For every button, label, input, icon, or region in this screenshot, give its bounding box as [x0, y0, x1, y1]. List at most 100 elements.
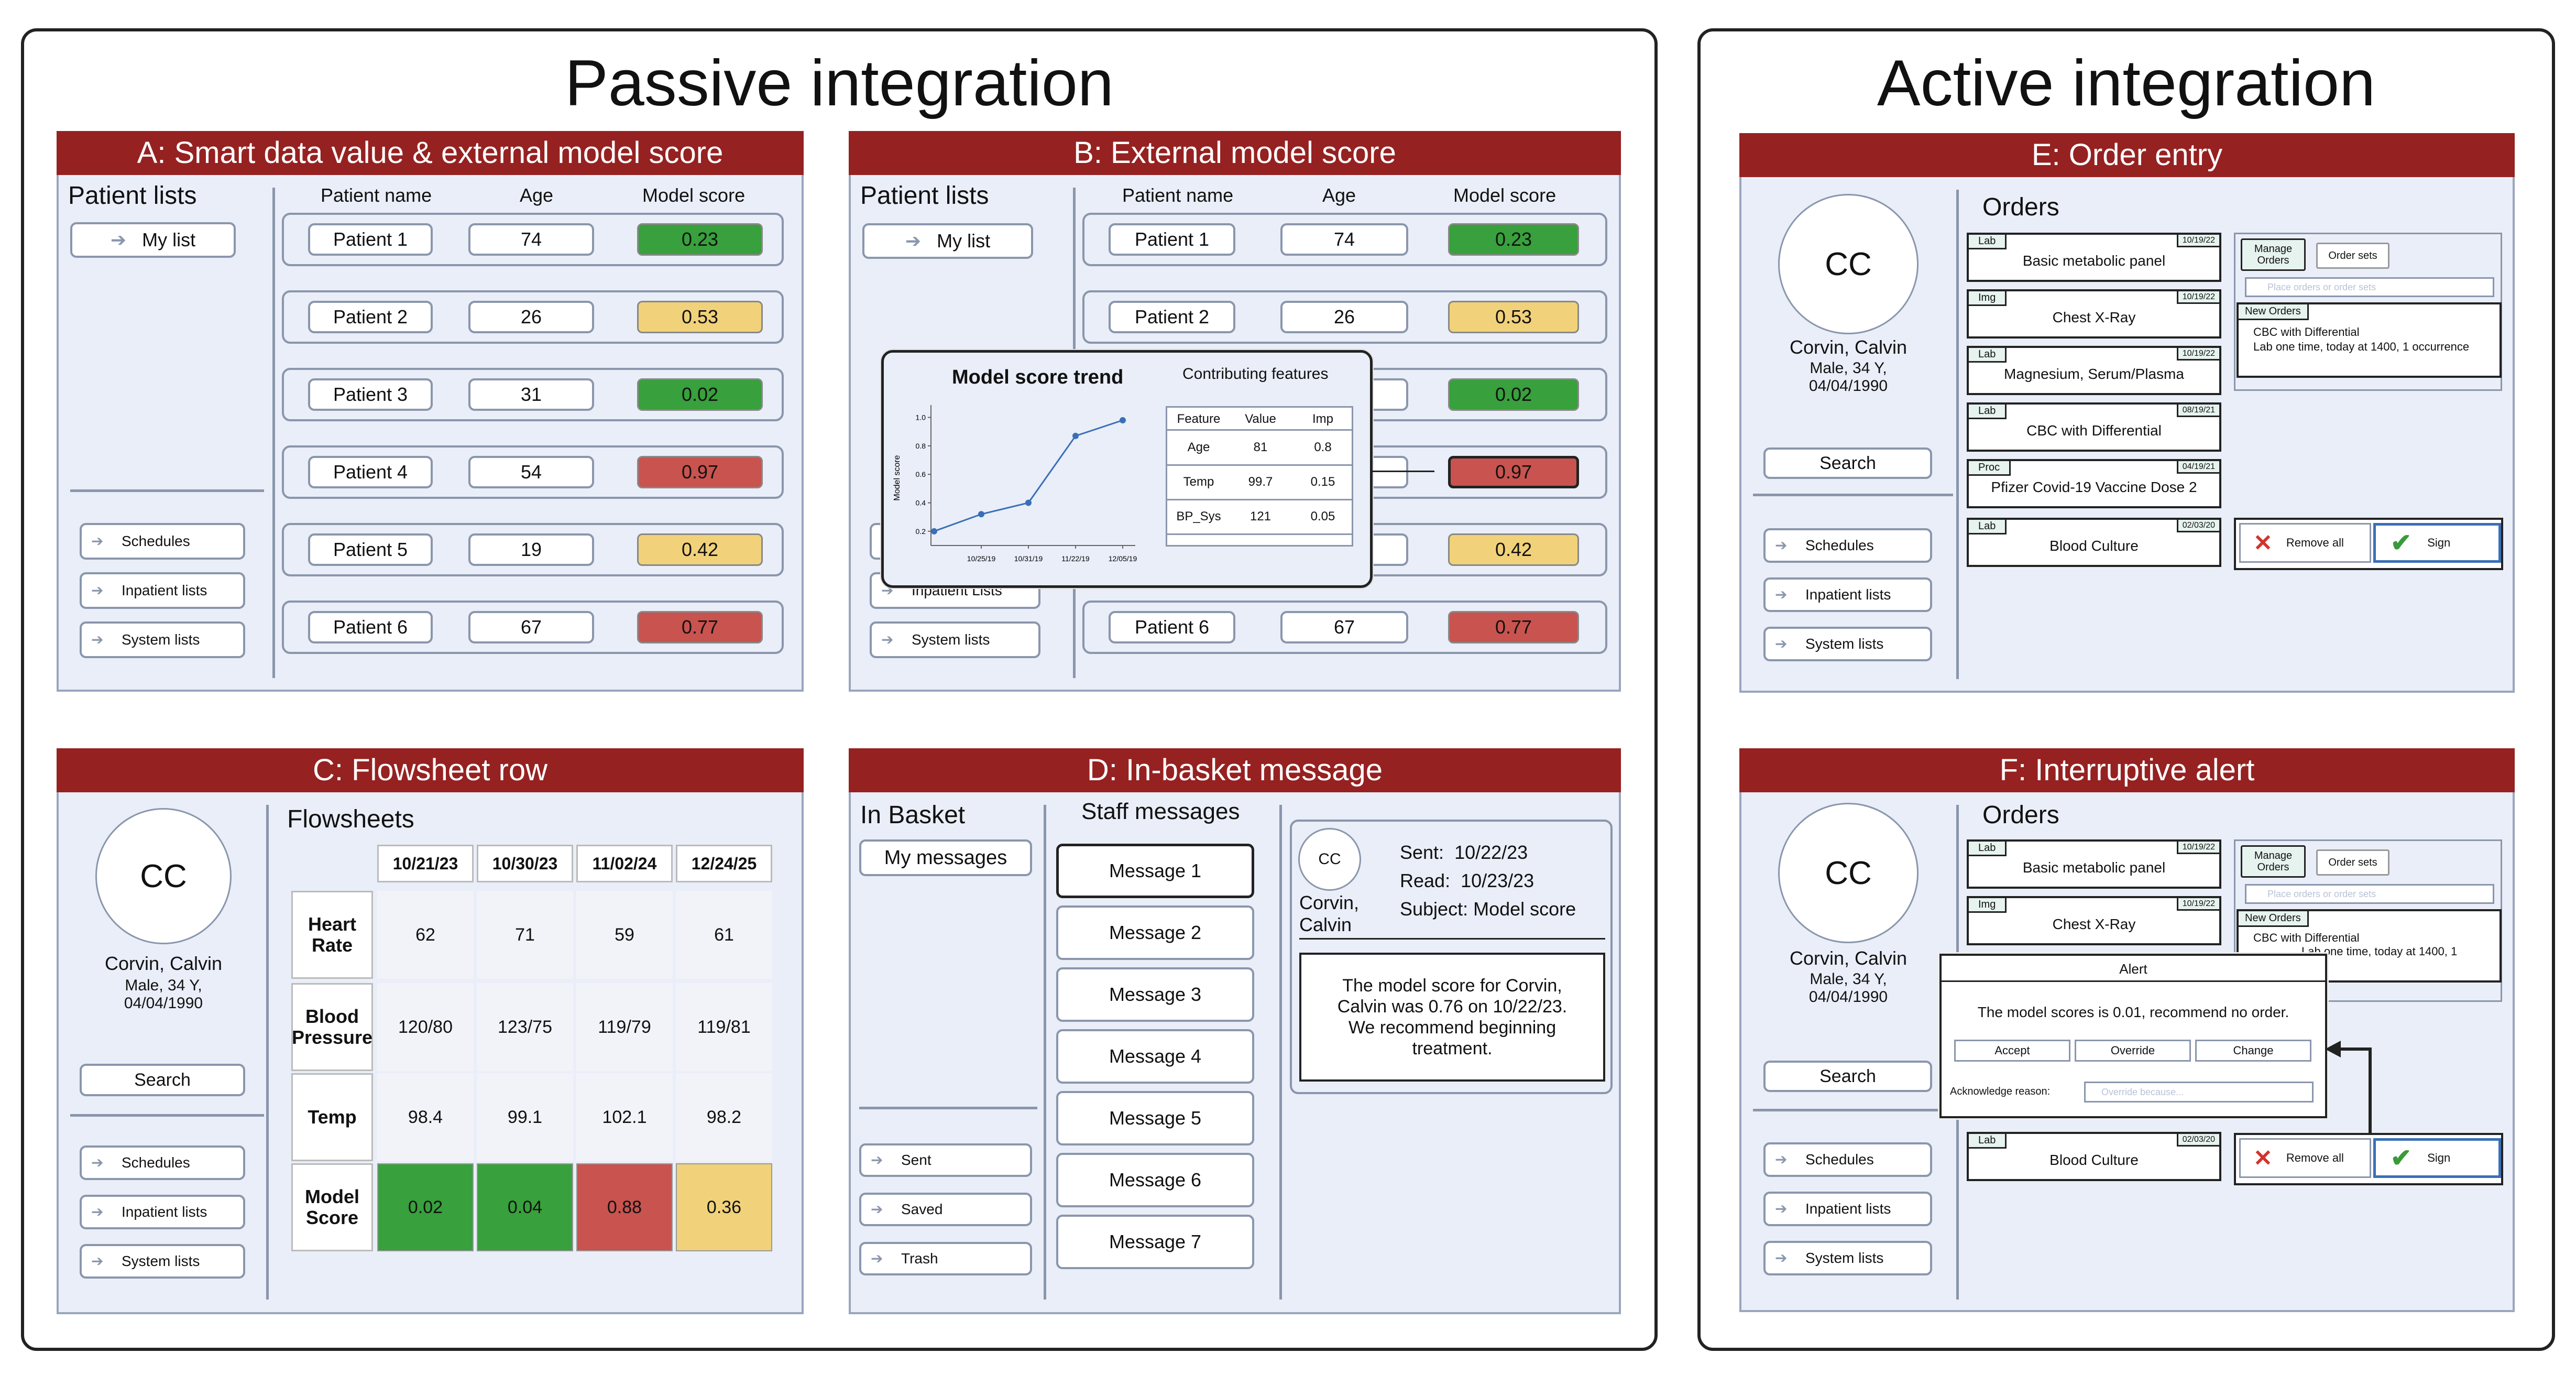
- sign-pane: ✕ Remove all ✔ Sign: [2234, 1133, 2503, 1185]
- order-name: Basic metabolic panel: [2022, 859, 2166, 876]
- nav-inpatient-lists[interactable]: ➔Inpatient lists: [1763, 1192, 1932, 1226]
- features-title: Contributing features: [1182, 365, 1329, 383]
- manage-orders-button[interactable]: Manage Orders: [2241, 238, 2306, 271]
- divider: [1753, 494, 1953, 496]
- nav-saved[interactable]: ➔Saved: [859, 1193, 1032, 1226]
- col-model-score: Model score: [1453, 184, 1556, 206]
- order-search-input[interactable]: Place orders or order sets: [2245, 277, 2494, 297]
- model-score-cell: 0.23: [1448, 223, 1579, 256]
- new-orders-box: New Orders CBC with Differential Lab one…: [2237, 302, 2502, 378]
- my-list-button[interactable]: ➔ My list: [70, 222, 236, 258]
- search-button[interactable]: Search: [1763, 448, 1932, 479]
- sign-pane: ✕ Remove all ✔ Sign: [2234, 518, 2503, 570]
- flowsheets-heading: Flowsheets: [287, 805, 414, 833]
- flowsheet-cell: 99.1: [477, 1073, 573, 1161]
- order-search-input[interactable]: Place orders or order sets: [2245, 884, 2494, 904]
- date-header: 11/02/24: [576, 845, 673, 882]
- nav-inpatient-lists[interactable]: ➔Inpatient lists: [80, 572, 245, 609]
- message-item[interactable]: Message 6: [1056, 1153, 1254, 1207]
- nav-system-lists[interactable]: ➔System lists: [870, 621, 1040, 658]
- remove-all-button[interactable]: ✕ Remove all: [2239, 523, 2371, 563]
- arrow-icon: ➔: [91, 533, 104, 549]
- alert-override-button[interactable]: Override: [2075, 1040, 2191, 1062]
- search-button[interactable]: Search: [1763, 1061, 1932, 1092]
- remove-all-button[interactable]: ✕ Remove all: [2239, 1138, 2371, 1178]
- data-point: [931, 528, 937, 534]
- search-button[interactable]: Search: [80, 1064, 245, 1096]
- flowsheet-row-label: Heart Rate: [291, 891, 373, 979]
- my-list-button[interactable]: ➔ My list: [862, 223, 1033, 259]
- nav-system-lists[interactable]: ➔System lists: [1763, 627, 1932, 661]
- avatar: CC: [1298, 828, 1361, 891]
- nav-label: System lists: [1805, 636, 1884, 652]
- feat-cell: 0.8: [1314, 440, 1332, 454]
- panel-f-header: F: Interruptive alert: [1739, 748, 2515, 792]
- patient-name: Corvin, Calvin: [1299, 892, 1360, 935]
- nav-label: Sent: [901, 1152, 931, 1168]
- nav-inpatient-lists[interactable]: ➔Inpatient lists: [80, 1195, 245, 1229]
- nav-system-lists[interactable]: ➔System lists: [80, 621, 245, 658]
- alert-change-button[interactable]: Change: [2195, 1040, 2311, 1062]
- alert-accept-button[interactable]: Accept: [1954, 1040, 2070, 1062]
- order-name: Magnesium, Serum/Plasma: [2004, 366, 2184, 382]
- ack-input[interactable]: Override because...: [2084, 1082, 2314, 1103]
- y-tick-label: 0.6: [916, 470, 926, 478]
- patient-name-cell: Patient 3: [308, 378, 433, 411]
- x-icon: ✕: [2253, 530, 2273, 556]
- date-header: 10/30/23: [477, 845, 573, 882]
- message-item[interactable]: Message 4: [1056, 1029, 1254, 1084]
- passive-integration-title: Passive integration: [565, 47, 1114, 119]
- y-tick-label: 0.8: [916, 442, 926, 450]
- patient-name: Corvin, Calvin: [1789, 336, 1908, 358]
- data-point: [1025, 499, 1032, 506]
- nav-inpatient-lists[interactable]: ➔Inpatient lists: [1763, 577, 1932, 612]
- nav-label: Schedules: [1805, 1151, 1874, 1167]
- my-list-label: My list: [937, 230, 991, 252]
- order-sets-button[interactable]: Order sets: [2316, 243, 2389, 269]
- nav-schedules[interactable]: ➔Schedules: [80, 523, 245, 560]
- nav-system-lists[interactable]: ➔System lists: [80, 1244, 245, 1279]
- data-point: [978, 511, 984, 518]
- message-item[interactable]: Message 1: [1056, 844, 1254, 898]
- my-messages-button[interactable]: My messages: [859, 839, 1032, 876]
- order-type-tag: Lab: [1969, 348, 2007, 363]
- model-score-cell: 0.97: [1448, 456, 1579, 488]
- order-sets-button[interactable]: Order sets: [2316, 849, 2389, 876]
- x-tick-label: 10/25/19: [967, 554, 996, 563]
- message-item[interactable]: Message 3: [1056, 967, 1254, 1022]
- nav-system-lists[interactable]: ➔System lists: [1763, 1241, 1932, 1275]
- sign-button[interactable]: ✔ Sign: [2373, 523, 2501, 563]
- message-item[interactable]: Message 5: [1056, 1091, 1254, 1145]
- alert-arrow: [2325, 1041, 2372, 1133]
- y-tick-label: 1.0: [916, 413, 926, 422]
- message-detail: CC Corvin, Calvin Sent: 10/22/23 Read: 1…: [1290, 820, 1613, 1094]
- flowsheet-cell: 119/79: [576, 983, 673, 1071]
- nav-schedules[interactable]: ➔Schedules: [1763, 1142, 1932, 1177]
- message-item[interactable]: Message 7: [1056, 1215, 1254, 1269]
- order-type-tag: Proc: [1969, 461, 2011, 476]
- message-item[interactable]: Message 2: [1056, 905, 1254, 960]
- nav-trash[interactable]: ➔Trash: [859, 1242, 1032, 1275]
- nav-sent[interactable]: ➔Sent: [859, 1143, 1032, 1177]
- nav-schedules[interactable]: ➔Schedules: [1763, 528, 1932, 563]
- date-header: 10/21/23: [377, 845, 474, 882]
- nav-schedules[interactable]: ➔Schedules: [80, 1145, 245, 1180]
- sign-label: Sign: [2427, 1151, 2451, 1164]
- arrow-icon: ➔: [91, 631, 104, 648]
- patient-name: Corvin, Calvin: [104, 953, 223, 974]
- panel-a: A: Smart data value & external model sco…: [57, 131, 804, 692]
- panel-d-header: D: In-basket message: [849, 748, 1621, 792]
- message-body: The model score for Corvin, Calvin was 0…: [1299, 953, 1605, 1082]
- sign-button[interactable]: ✔ Sign: [2373, 1138, 2501, 1178]
- ack-label: Acknowledge reason:: [1950, 1086, 2051, 1097]
- manage-orders-button[interactable]: Manage Orders: [2241, 845, 2306, 878]
